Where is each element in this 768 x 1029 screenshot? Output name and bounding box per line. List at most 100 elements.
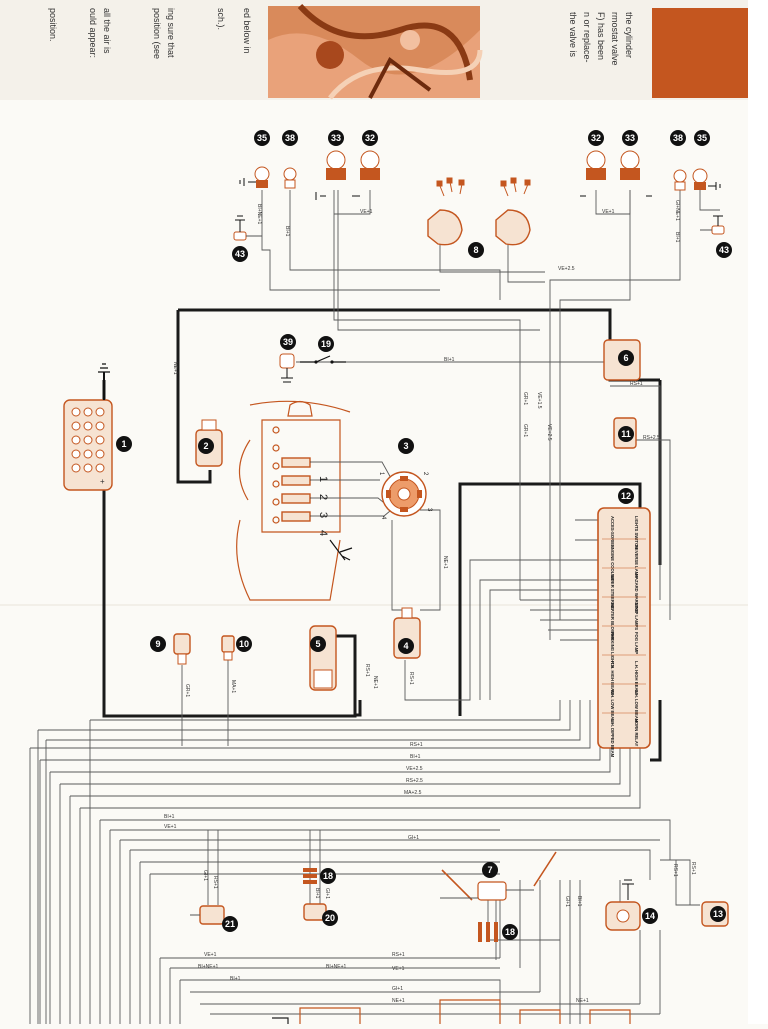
component-12-fuse-box [597,507,651,749]
wire-code: NE+1 [576,998,589,1004]
svg-text:14: 14 [645,911,655,921]
fuse-label: R.H. LOW BEAM [610,690,615,723]
wire-code: GR+1 [522,424,528,437]
component-8-horns [427,177,531,246]
svg-text:39: 39 [283,337,293,347]
svg-text:32: 32 [591,133,601,143]
fuse-label: R.H. HIGH BEAM [610,661,615,695]
wire-code: VE+1 [360,209,373,215]
lamp-group-right [580,150,721,197]
cylinder-number: 1 [317,476,329,482]
lamp-group-left [239,150,380,200]
wire-code: RS+1 [690,862,696,875]
tag-38a: 38 [282,130,298,146]
header-text-line-11: ould appear: [88,8,98,58]
tag-35b: 35 [694,130,710,146]
fuse-label: REVERSE LAMP [634,545,639,578]
wire-code: BI+1 [314,888,320,899]
wire-code: BI+1 [576,896,582,907]
header-text-line-9: position (see [152,8,162,59]
tag-9: 9 [150,636,166,652]
svg-text:11: 11 [621,429,631,439]
header-text-line-8: ing sure that [166,8,176,58]
tag-6: 6 [618,350,634,366]
component-18-fuse-2 [478,922,498,942]
wire-code: GI+1 [324,888,330,899]
svg-text:8: 8 [473,245,478,255]
svg-text:35: 35 [257,133,267,143]
header-text-line-2: rmostat valve [610,12,620,66]
fuse-label: WIPER STEERING [610,574,615,610]
header-text-line-6: ed below in [242,8,252,54]
wire-code: RS+1 [410,742,423,748]
svg-text:18: 18 [323,871,333,881]
wire-code: RS+1 [672,864,678,877]
svg-text:1: 1 [121,439,126,449]
engine-block [236,400,353,601]
svg-text:19: 19 [321,339,331,349]
wire-code: NE+1 [172,362,178,375]
wire-code: BI+1 [410,754,421,760]
svg-text:9: 9 [155,639,160,649]
cylinder-number: 4 [317,530,329,536]
svg-text:38: 38 [673,133,683,143]
cylinder-number: 3 [317,512,329,518]
header-text-line-12: position. [48,8,58,42]
distributor-numbers: 1 4 3 2 [378,472,432,520]
tag-2: 2 [198,438,214,454]
component-3-distributor [381,471,427,517]
fuse-label: STOP LAMPS [634,603,639,630]
wire-code: VE+1 [392,966,405,972]
component-9-sensor [173,633,191,665]
fuse-label: ACCES-SORIES [610,516,615,548]
wire-code: GR+1 [522,392,528,405]
svg-text:4: 4 [403,641,408,651]
svg-text:20: 20 [325,913,335,923]
distributor-number: 1 [378,472,384,476]
svg-text:33: 33 [331,133,341,143]
wire-code: MA+1 [230,680,236,693]
header-text-line-7: sch.). [216,8,226,30]
distributor-number: 2 [422,472,428,476]
tag-35a: 35 [254,130,270,146]
tag-20: 20 [322,910,338,926]
distributor-number: 4 [380,516,386,520]
fuse-label: HAZARD WARNING [634,574,639,613]
wire-code: NE+1 [442,556,448,569]
tag-18b: 18 [502,924,518,940]
tag-3: 3 [398,438,414,454]
svg-text:2: 2 [203,441,208,451]
svg-text:10: 10 [239,639,249,649]
wire-code: VE+1 [204,952,217,958]
wire-codes: VE+1 BI+NE+1 BI+1 GI+NE+1 BI+1 VE+1 VE+2… [164,200,696,1004]
wire-code: BI+1 [230,976,241,982]
orange-tab [652,8,748,98]
fuse-label: ENGINE COOLING [610,545,615,582]
bottom-connectors [272,999,631,1024]
tag-21: 21 [222,916,238,932]
tag-18a: 18 [320,868,336,884]
wire-code: RS+2.5 [643,435,660,441]
component-7-wiper [440,851,557,901]
tag-43a: 43 [232,246,248,262]
wire-code: VE+2.5 [546,424,552,441]
distributor-number: 3 [426,508,432,512]
svg-text:43: 43 [235,249,245,259]
tag-19: 19 [318,336,334,352]
fuse-label: L.H. LOW BEAM [634,690,639,723]
component-5-starter [309,625,337,691]
wire-code: RS+1 [364,664,370,677]
svg-text:38: 38 [285,133,295,143]
tag-39: 39 [280,334,296,350]
tag-38b: 38 [670,130,686,146]
wire-code: BI+1 [284,226,290,237]
wire-code: GR+1 [184,684,190,697]
component-39-lamp [279,353,295,383]
header-text-line-1: the cylinder [624,12,634,58]
wire-code: BI+NE+1 [256,204,262,225]
tag-43b: 43 [716,242,732,258]
svg-text:3: 3 [403,441,408,451]
svg-text:12: 12 [621,491,631,501]
svg-text:43: 43 [719,245,729,255]
